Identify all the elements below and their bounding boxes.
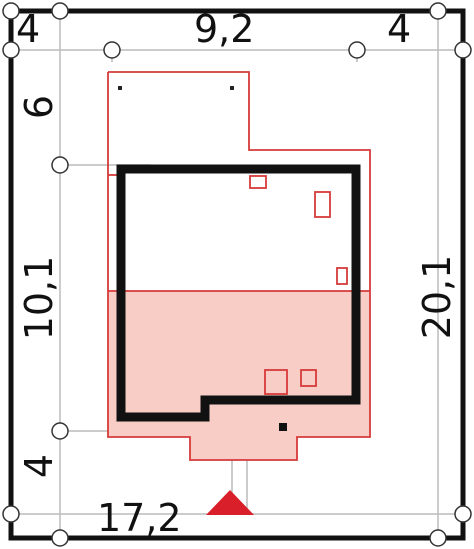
small-marker	[230, 86, 234, 90]
right-total-depth-label: 20,1	[415, 255, 459, 340]
small-marker	[279, 423, 287, 431]
small-marker	[118, 86, 122, 90]
left-bottom-setback-label: 4	[17, 454, 61, 478]
left-depth-label: 10,1	[17, 256, 61, 341]
footprint-fill	[108, 291, 370, 460]
left-top-setback-label: 6	[17, 95, 61, 119]
building-outline	[116, 164, 361, 422]
top-left-setback-label: 4	[16, 7, 40, 51]
bottom-width-label: 17,2	[97, 496, 182, 540]
top-width-label: 9,2	[194, 7, 254, 51]
footprint-outline	[107, 71, 371, 461]
dimension-lines	[3, 3, 471, 546]
plot-boundary	[8, 8, 466, 541]
top-right-setback-label: 4	[387, 7, 411, 51]
triangle-entrance-icon	[206, 490, 254, 515]
